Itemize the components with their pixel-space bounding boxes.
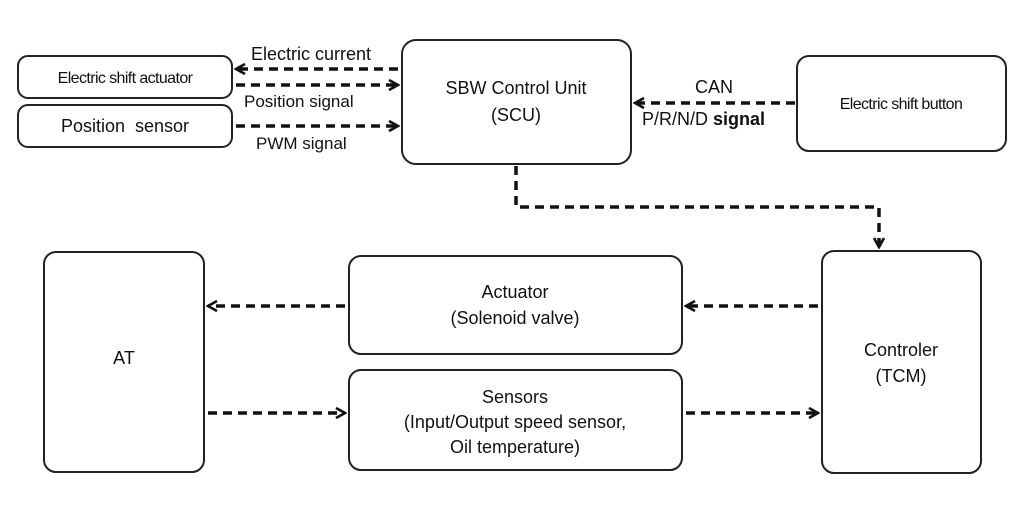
electric-shift-button-box bbox=[796, 55, 1007, 152]
at-label: AT bbox=[113, 348, 135, 368]
scu-title: SBW Control Unit bbox=[445, 78, 586, 98]
controller-title: Controler bbox=[864, 340, 938, 360]
prnd-signal-label: P/R/N/D signal bbox=[642, 109, 765, 129]
prnd-signal-prefix: P/R/N/D bbox=[642, 109, 713, 129]
sensors-title: Sensors bbox=[482, 387, 548, 407]
prnd-signal-bold: signal bbox=[713, 109, 765, 129]
actuator-subtitle: (Solenoid valve) bbox=[450, 308, 579, 328]
controller-box bbox=[821, 250, 982, 474]
sensors-subtitle-line1: (Input/Output speed sensor, bbox=[404, 412, 626, 432]
pwm-signal-label: PWM signal bbox=[256, 134, 347, 153]
electric-shift-actuator-box bbox=[17, 55, 233, 99]
controller-subtitle: (TCM) bbox=[876, 366, 927, 386]
position-sensor-label: Position sensor bbox=[61, 116, 189, 136]
actuator-box bbox=[348, 255, 683, 355]
sensors-box bbox=[348, 369, 683, 471]
position-signal-label: Position signal bbox=[244, 92, 354, 111]
can-label: CAN bbox=[695, 77, 733, 97]
position-sensor-box bbox=[17, 104, 233, 148]
actuator-title: Actuator bbox=[481, 282, 548, 302]
scu-subtitle: (SCU) bbox=[491, 105, 541, 125]
sensors-subtitle-line2: Oil temperature) bbox=[450, 437, 580, 457]
at-box bbox=[43, 251, 205, 473]
electric-shift-actuator-label: Electric shift actuator bbox=[58, 70, 194, 87]
electric-shift-button-label: Electric shift button bbox=[840, 96, 963, 113]
electric-current-label: Electric current bbox=[251, 44, 371, 64]
scu-to-tcm-arrow bbox=[514, 166, 879, 247]
scu-box bbox=[401, 39, 632, 165]
